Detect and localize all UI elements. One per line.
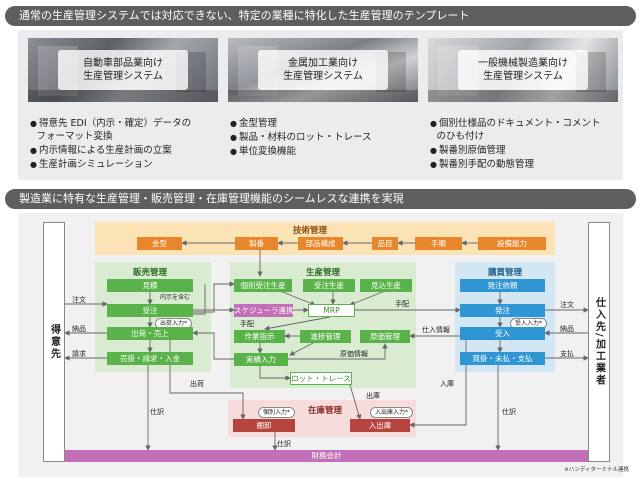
zone-title-production: 生産管理: [305, 268, 340, 278]
box-receivables-billing[interactable]: 売掛・請求・入金: [107, 352, 193, 365]
box-mold[interactable]: 金型: [137, 237, 182, 250]
card-title-line2: 生産管理システム: [483, 71, 563, 82]
card-bullet-cont: フォーマット変換: [36, 131, 113, 142]
box-serial-number[interactable]: 製番: [235, 237, 278, 250]
box-actual-input[interactable]: 実績入力: [234, 353, 288, 366]
box-make-to-stock[interactable]: 見込生産: [360, 279, 412, 292]
card-bullet: 生産計画シミュレーション: [30, 159, 153, 171]
box-quotation[interactable]: 見積: [107, 279, 193, 292]
supplier-label: 仕入先/加工業者: [593, 297, 605, 387]
box-stock-in-out[interactable]: 入出庫: [350, 419, 410, 432]
label-cost-info: 原価情報: [340, 350, 368, 358]
box-progress-management[interactable]: 進捗管理: [300, 330, 351, 343]
label-payment: 支払: [560, 350, 574, 358]
footnote: ※ハンディターミナル連携: [564, 467, 629, 473]
customer-label: 得意先: [48, 324, 60, 360]
header-title-diagram: 製造業に特有な生産管理・販売管理・在庫管理機能のシームレスな連携を実現: [19, 192, 404, 205]
label-stock-in: 入庫: [440, 380, 454, 388]
label-order: 注文: [72, 296, 86, 304]
box-payables-payment[interactable]: 買掛・未払・支払: [460, 352, 545, 365]
card-photo-machinery: 一般機械製造業向け 生産管理システム: [428, 38, 618, 102]
callout-stock-inout-input: 入出庫入力*: [370, 407, 414, 418]
card-bullet: 製品・材料のロット・トレース: [230, 132, 372, 144]
callout-individual-input: 個別入力*: [258, 407, 296, 418]
label-purchase-info: 仕入情報: [422, 326, 450, 334]
box-work-instruction[interactable]: 作業指示: [234, 330, 285, 343]
card-title-line2: 生産管理システム: [83, 71, 163, 82]
box-purchase-request[interactable]: 発注依頼: [460, 279, 545, 292]
card-bullet: 金型管理: [230, 118, 277, 130]
box-procedure[interactable]: 手順: [415, 237, 462, 250]
box-scheduler-link[interactable]: スケジューラ連携: [234, 304, 294, 317]
box-shipment-sales[interactable]: 出荷・売上: [107, 327, 193, 340]
box-stocktaking[interactable]: 棚卸: [233, 419, 295, 432]
box-financial-accounting[interactable]: 財務会計: [65, 450, 588, 462]
box-lot-trace[interactable]: ロット・トレース: [290, 372, 352, 385]
label-ship-out: 出荷: [190, 380, 204, 388]
card-photo-automotive: 自動車部品業向け 生産管理システム: [28, 38, 218, 102]
label-ship-in: 出庫: [366, 392, 380, 400]
label-arrange: 手配: [240, 320, 254, 328]
card-machinery[interactable]: 一般機械製造業向け 生産管理システム 個別仕様品のドキュメント・コメント のひも…: [428, 38, 618, 174]
label-delivery: 納品: [72, 325, 86, 333]
label-arrange-purchase: 手配: [395, 300, 409, 308]
card-title-line2: 生産管理システム: [283, 71, 363, 82]
card-title-line1: 自動車部品業向け: [83, 58, 163, 69]
box-cost-management[interactable]: 原価管理: [360, 330, 410, 343]
box-mrp[interactable]: MRP: [308, 304, 355, 317]
label-order-supplier: 注文: [560, 301, 574, 309]
card-bullet: 製番別原価管理: [430, 145, 506, 157]
card-bullet: 単位変換機能: [230, 146, 296, 158]
box-order-received[interactable]: 受注: [107, 304, 193, 317]
label-journal-purchase: 仕訳: [502, 408, 516, 416]
box-make-to-order[interactable]: 受注生産: [303, 279, 355, 292]
customer-bar: 得意先: [43, 222, 65, 462]
label-journal-inventory: 仕訳: [277, 440, 291, 448]
card-photo-metalwork: 金属加工業向け 生産管理システム: [228, 38, 418, 102]
supplier-bar: 仕入先/加工業者: [588, 222, 610, 462]
header-banner-diagram: 製造業に特有な生産管理・販売管理・在庫管理機能のシームレスな連携を実現: [5, 189, 636, 209]
label-journal-sales: 仕訳: [150, 408, 164, 416]
box-purchase-order[interactable]: 発注: [460, 304, 545, 317]
header-banner-top: 通常の生産管理システムでは対応できない、特定の業種に特化した生産管理のテンプレー…: [5, 6, 636, 26]
zone-title-purchasing: 購買管理: [487, 268, 522, 278]
label-billing: 請求: [72, 350, 86, 358]
header-title-top: 通常の生産管理システムでは対応できない、特定の業種に特化した生産管理のテンプレー…: [19, 9, 470, 22]
card-metalwork[interactable]: 金属加工業向け 生産管理システム 金型管理 製品・材料のロット・トレース 単位変…: [228, 38, 418, 174]
note-includes-forecast: 内示を含む: [160, 294, 191, 301]
card-title-line1: 一般機械製造業向け: [478, 58, 568, 69]
zone-title-tech: 技術管理: [292, 226, 327, 236]
card-bullet-cont: のひも付け: [436, 131, 485, 142]
label-delivery-supplier: 納品: [560, 325, 574, 333]
card-bullet: 個別仕様品のドキュメント・コメント: [430, 118, 601, 130]
zone-title-inventory: 在庫管理: [307, 406, 342, 416]
zone-title-sales: 販売管理: [132, 268, 167, 278]
box-parts-structure[interactable]: 部品構成: [298, 237, 343, 250]
card-title-line1: 金属加工業向け: [288, 58, 358, 69]
box-equipment-capacity[interactable]: 設備能力: [478, 237, 546, 250]
card-bullet: 製番別手配の動態管理: [430, 159, 534, 171]
box-make-to-order-individual[interactable]: 個別受注生産: [234, 279, 292, 292]
card-automotive[interactable]: 自動車部品業向け 生産管理システム 得意先 EDI（内示・確定）データの フォー…: [28, 38, 218, 174]
box-item[interactable]: 品目: [372, 237, 398, 250]
card-bullet: 得意先 EDI（内示・確定）データの: [30, 118, 191, 130]
card-bullet: 内示情報による生産計画の立案: [30, 145, 172, 157]
box-receiving[interactable]: 受入: [460, 327, 545, 340]
